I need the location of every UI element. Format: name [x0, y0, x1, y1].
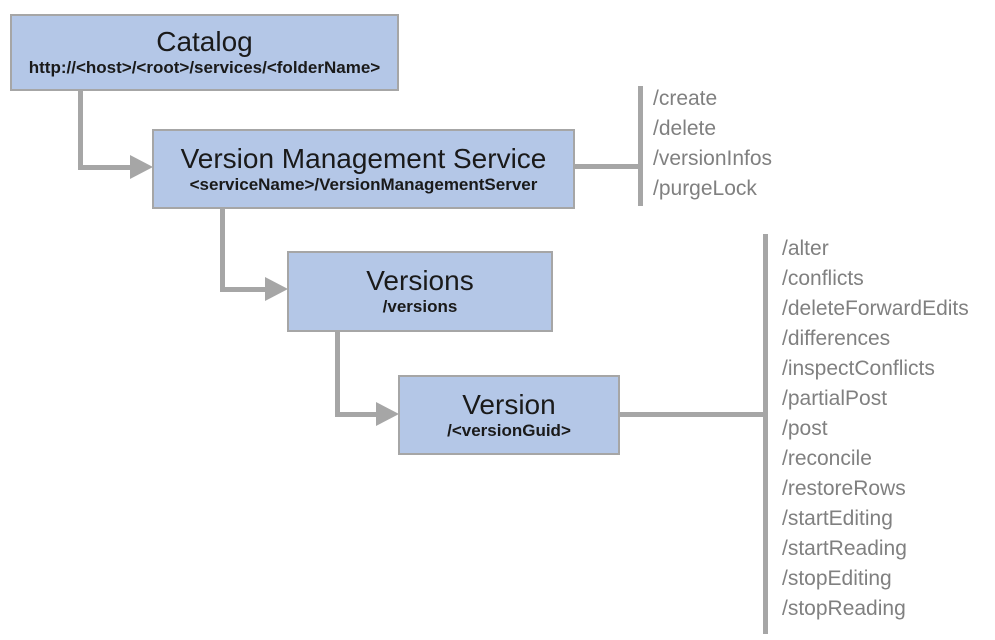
operation-item: /stopEditing: [782, 567, 892, 590]
operation-item: /stopReading: [782, 597, 906, 620]
versions-title: Versions: [366, 265, 474, 297]
operation-item: /differences: [782, 327, 891, 350]
operation-item: /partialPost: [782, 387, 888, 410]
operations-bracket-line: [638, 86, 643, 206]
arrow-right-icon: [130, 155, 153, 179]
connector-vertical-segment: [220, 209, 225, 292]
operation-item: /purgeLock: [653, 177, 757, 200]
connector-vertical-segment: [78, 91, 83, 170]
version-management-service-node: Version Management Service <serviceName>…: [152, 129, 575, 209]
version-path: /<versionGuid>: [447, 420, 571, 440]
operation-item: /startReading: [782, 537, 907, 560]
operation-item: /startEditing: [782, 507, 893, 530]
connector-horizontal-segment: [78, 165, 132, 170]
connector-vertical-segment: [335, 332, 340, 417]
catalog-title: Catalog: [156, 26, 253, 58]
arrow-right-icon: [265, 277, 288, 301]
operation-item: /conflicts: [782, 267, 864, 290]
operations-bracket-line: [763, 234, 768, 634]
operation-item: /post: [782, 417, 828, 440]
operation-item: /alter: [782, 237, 829, 260]
versions-path: /versions: [382, 297, 458, 317]
operation-item: /restoreRows: [782, 477, 906, 500]
connector-horizontal-segment: [335, 412, 378, 417]
vms-operations-list: /create/delete/versionInfos/purgeLock: [653, 84, 772, 204]
catalog-node: Catalog http://<host>/<root>/services/<f…: [10, 14, 399, 91]
operation-item: /reconcile: [782, 447, 872, 470]
connector-horizontal-segment: [220, 287, 267, 292]
connector-horizontal-segment: [620, 412, 763, 417]
version-title: Version: [462, 388, 556, 420]
operation-item: /create: [653, 87, 718, 110]
operation-item: /inspectConflicts: [782, 357, 935, 380]
connector-horizontal-segment: [575, 164, 638, 169]
operation-item: /versionInfos: [653, 147, 773, 170]
version-management-service-path: <serviceName>/VersionManagementServer: [189, 174, 538, 194]
operation-item: /deleteForwardEdits: [782, 297, 969, 320]
version-operations-list: /alter/conflicts/deleteForwardEdits/diff…: [782, 234, 969, 624]
arrow-right-icon: [376, 402, 399, 426]
versions-node: Versions /versions: [287, 251, 553, 332]
version-node: Version /<versionGuid>: [398, 375, 620, 455]
version-management-service-title: Version Management Service: [180, 142, 547, 174]
operation-item: /delete: [653, 117, 717, 140]
catalog-url: http://<host>/<root>/services/<folderNam…: [28, 58, 381, 78]
